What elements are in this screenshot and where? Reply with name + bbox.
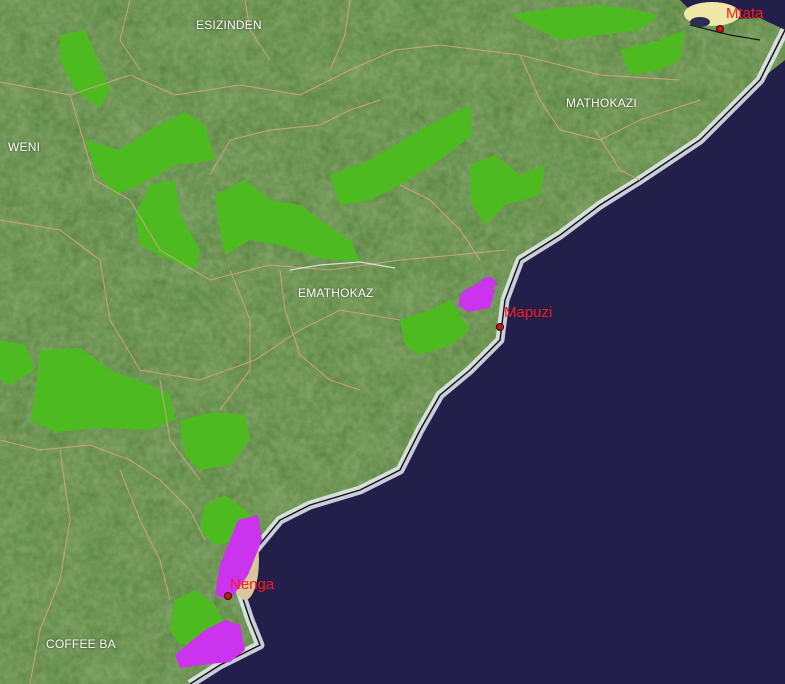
vegetation-zone (510, 5, 660, 40)
town-label-mtata: Mtata (726, 5, 764, 22)
vegetation-zone (135, 180, 200, 270)
area-label-coffee-ba: COFFEE BA (46, 637, 116, 651)
vegetation-zone (85, 112, 215, 195)
vegetation-zone (400, 300, 470, 355)
area-label-emathokaz: EMATHOKAZ (298, 286, 374, 300)
area-label-esizinden: ESIZINDEN (196, 18, 262, 32)
magenta-zone (175, 620, 245, 668)
vegetation-zone (30, 348, 175, 432)
magenta-zone (215, 515, 262, 600)
town-marker-mapuzi[interactable] (496, 323, 504, 331)
area-label-mathokazi: MATHOKAZI (566, 96, 637, 110)
vegetation-zone (0, 340, 35, 385)
magenta-zone (458, 282, 495, 312)
magenta-zone (480, 276, 498, 290)
vegetation-zone (620, 30, 685, 75)
town-label-nenga: Nenga (230, 576, 275, 593)
vegetation-zone (60, 30, 110, 108)
vegetation-zone (330, 105, 472, 205)
vegetation-zone (215, 180, 360, 262)
vegetation-zone (180, 412, 250, 470)
town-marker-nenga[interactable] (224, 592, 232, 600)
town-marker-mtata[interactable] (716, 25, 724, 33)
vegetation-zone (470, 155, 545, 225)
area-label-weni: WENI (8, 140, 41, 154)
town-label-mapuzi: Mapuzi (504, 304, 553, 321)
